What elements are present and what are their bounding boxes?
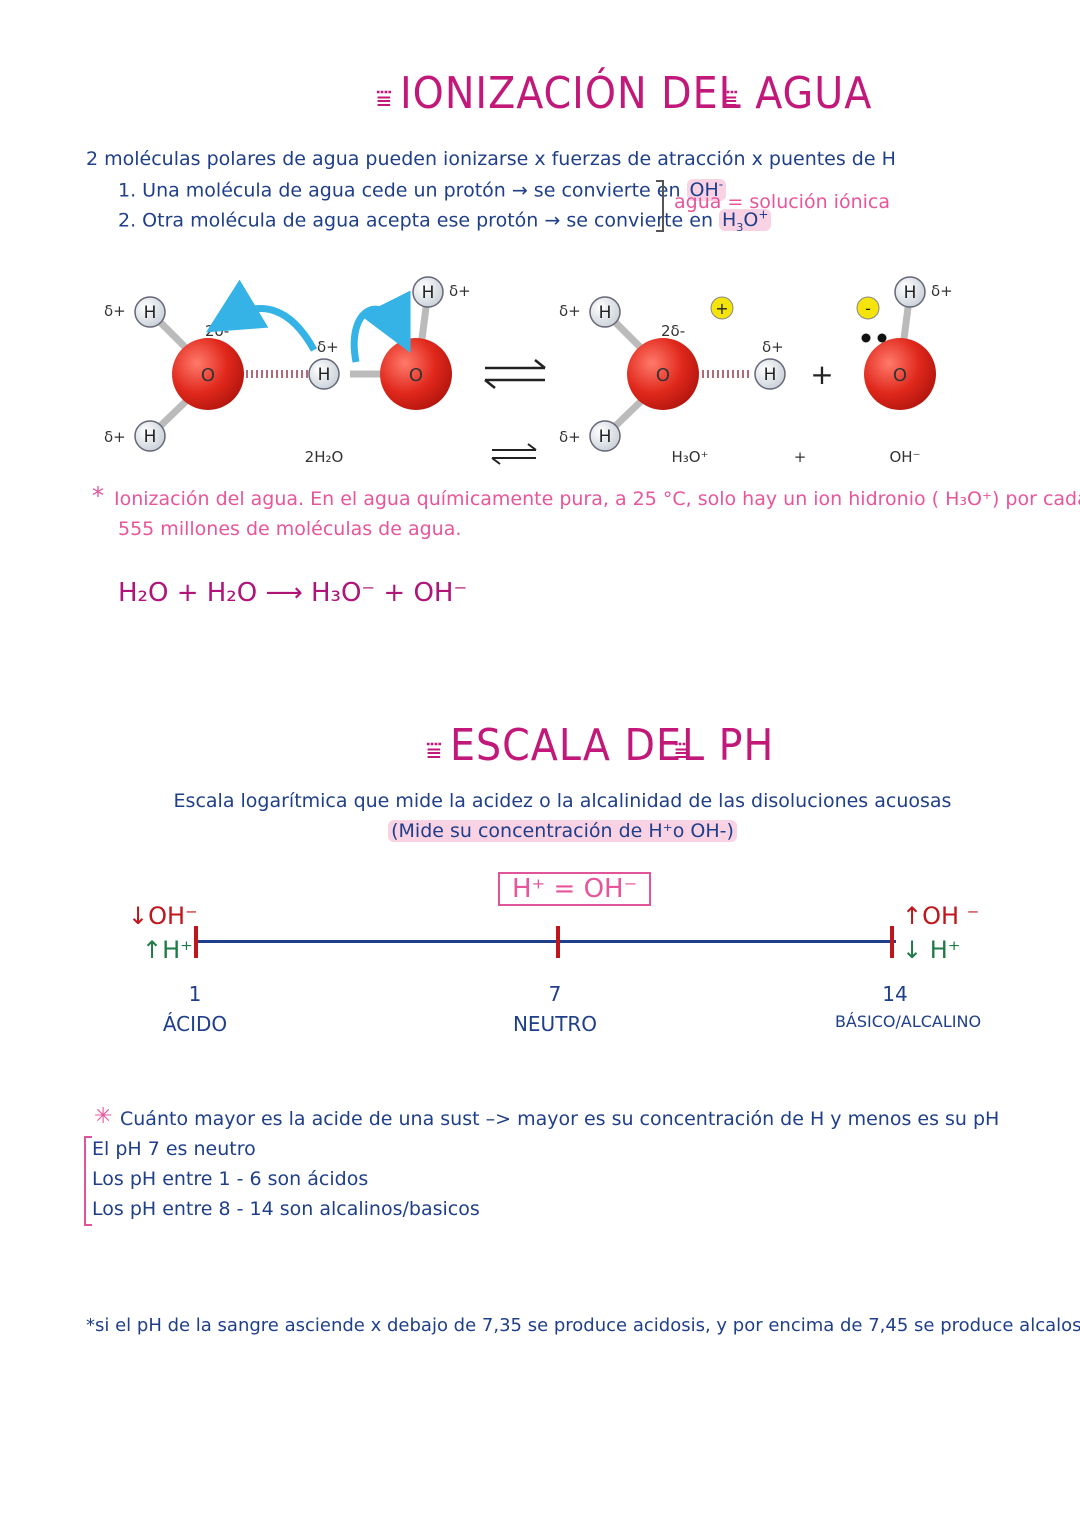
caption-h3o: H₃O⁺	[671, 448, 708, 466]
acidity-note: Cuánto mayor es la acide de una sust –> …	[120, 1108, 1000, 1130]
section2-title: ESCALA DEL PH	[450, 720, 775, 771]
o-label: O	[201, 365, 215, 386]
right-h-indicator: ↓ H⁺	[902, 936, 961, 964]
note-star-icon: ✳	[94, 1104, 113, 1129]
item2-text: 2. Otra molécula de agua acepta ese prot…	[118, 209, 713, 232]
section1-title: IONIZACIÓN DEL AGUA	[400, 68, 873, 119]
partial-charge-label: δ+	[559, 428, 581, 446]
tick-right-label: BÁSICO/ALCALINO	[834, 1012, 982, 1031]
tick-middle	[556, 926, 560, 958]
equilibrium-arrow-small-icon	[491, 443, 537, 465]
h-label: H	[144, 303, 157, 323]
proton-transfer-arrow-1	[205, 279, 318, 352]
lone-pair-dot	[861, 333, 871, 343]
title-deco-left: ⩸	[376, 84, 392, 114]
right-oh-indicator: ↑OH ⁻	[902, 902, 980, 930]
partial-charge-label: δ+	[559, 302, 581, 320]
h-label: H	[904, 283, 917, 303]
h-label: H	[422, 283, 435, 303]
tick-right-number: 14	[882, 982, 908, 1006]
hydrogen-atoms	[134, 276, 926, 452]
tick-right	[890, 926, 894, 958]
lone-pair-dot	[877, 333, 887, 343]
list-bracket	[84, 1136, 92, 1226]
partial-charge-label: 2δ-	[205, 322, 229, 340]
list-item: Los pH entre 8 - 14 son alcalinos/basico…	[92, 1198, 480, 1220]
plus-sign: +	[810, 358, 833, 391]
item1: 1. Una molécula de agua cede un protón →…	[118, 178, 727, 202]
ionization-equation: H₂O + H₂O ⟶ H₃O⁻ + OH⁻	[118, 578, 468, 608]
h-label: H	[599, 303, 612, 323]
footnote-asterisk-icon: *	[92, 482, 104, 510]
partial-charge-label: δ+	[104, 302, 126, 320]
tick-left-number: 1	[188, 982, 202, 1006]
item1-text: 1. Una molécula de agua cede un protón →…	[118, 179, 681, 202]
h-label: H	[599, 427, 612, 447]
minus-charge-icon	[856, 296, 880, 320]
plus-charge-icon	[710, 296, 734, 320]
plus-charge-label: +	[715, 299, 728, 318]
left-h-indicator: ↑H⁺	[142, 936, 193, 964]
oxygen-atom-2	[380, 338, 452, 410]
item2-ion: H3O+	[719, 208, 772, 234]
caption-2h2o: 2H₂O	[305, 448, 344, 466]
scale-subtitle1: Escala logarítmica que mide la acidez o …	[173, 790, 952, 812]
h-label: H	[764, 365, 777, 385]
caption-plus: +	[794, 448, 807, 466]
tick-left-label: ÁCIDO	[162, 1012, 228, 1036]
tick-middle-label: NEUTRO	[512, 1012, 598, 1036]
minus-charge-label: -	[865, 299, 871, 318]
partial-charge-label: 2δ-	[661, 322, 685, 340]
oxygen-atom-4	[864, 338, 936, 410]
left-oh-indicator: ↓OH⁻	[128, 902, 198, 930]
o-label: O	[656, 365, 670, 386]
neutral-equality-box: H⁺ = OH⁻	[498, 872, 652, 906]
equilibrium-arrow-icon	[484, 359, 546, 389]
item2: 2. Otra molécula de agua acepta ese prot…	[118, 208, 772, 234]
bond-lines	[147, 291, 914, 439]
water-ionization-diagram: O O O O H H H H H H H H δ+ δ+ 2δ- δ+ δ+ …	[104, 276, 953, 466]
proton-transfer-arrow-2	[350, 290, 411, 363]
tick-left	[194, 926, 198, 958]
scale-subtitle2: (Mide su concentración de H⁺o OH-)	[0, 820, 1080, 842]
footnote-line1: Ionización del agua. En el agua químicam…	[114, 488, 1080, 510]
h-label: H	[318, 365, 331, 385]
caption-oh: OH⁻	[889, 448, 920, 466]
title-deco-left: ⩸	[426, 736, 442, 766]
partial-charge-label: δ+	[449, 282, 471, 300]
title-deco-right: ⩸	[722, 84, 738, 114]
items-bracket	[656, 180, 664, 232]
title-deco-right: ⩸	[674, 736, 690, 766]
item1-ion: OH-	[686, 178, 727, 202]
o-label: O	[409, 365, 423, 386]
ph-scale-line	[196, 940, 896, 943]
list-item: Los pH entre 1 - 6 son ácidos	[92, 1168, 369, 1190]
partial-charge-label: δ+	[104, 428, 126, 446]
oxygen-atom-1	[172, 338, 244, 410]
h-label: H	[144, 427, 157, 447]
oxygen-atom-3	[627, 338, 699, 410]
o-label: O	[893, 365, 907, 386]
partial-charge-label: δ+	[931, 282, 953, 300]
partial-charge-label: δ+	[317, 338, 339, 356]
footnote-line2: 555 millones de moléculas de agua.	[118, 518, 462, 540]
side-note: agua = solución iónica	[674, 191, 890, 213]
blood-ph-note: *si el pH de la sangre asciende x debajo…	[86, 1315, 1080, 1336]
partial-charge-label: δ+	[762, 338, 784, 356]
tick-middle-number: 7	[548, 982, 562, 1006]
list-item: El pH 7 es neutro	[92, 1138, 256, 1160]
intro-text: 2 moléculas polares de agua pueden ioniz…	[86, 148, 896, 170]
